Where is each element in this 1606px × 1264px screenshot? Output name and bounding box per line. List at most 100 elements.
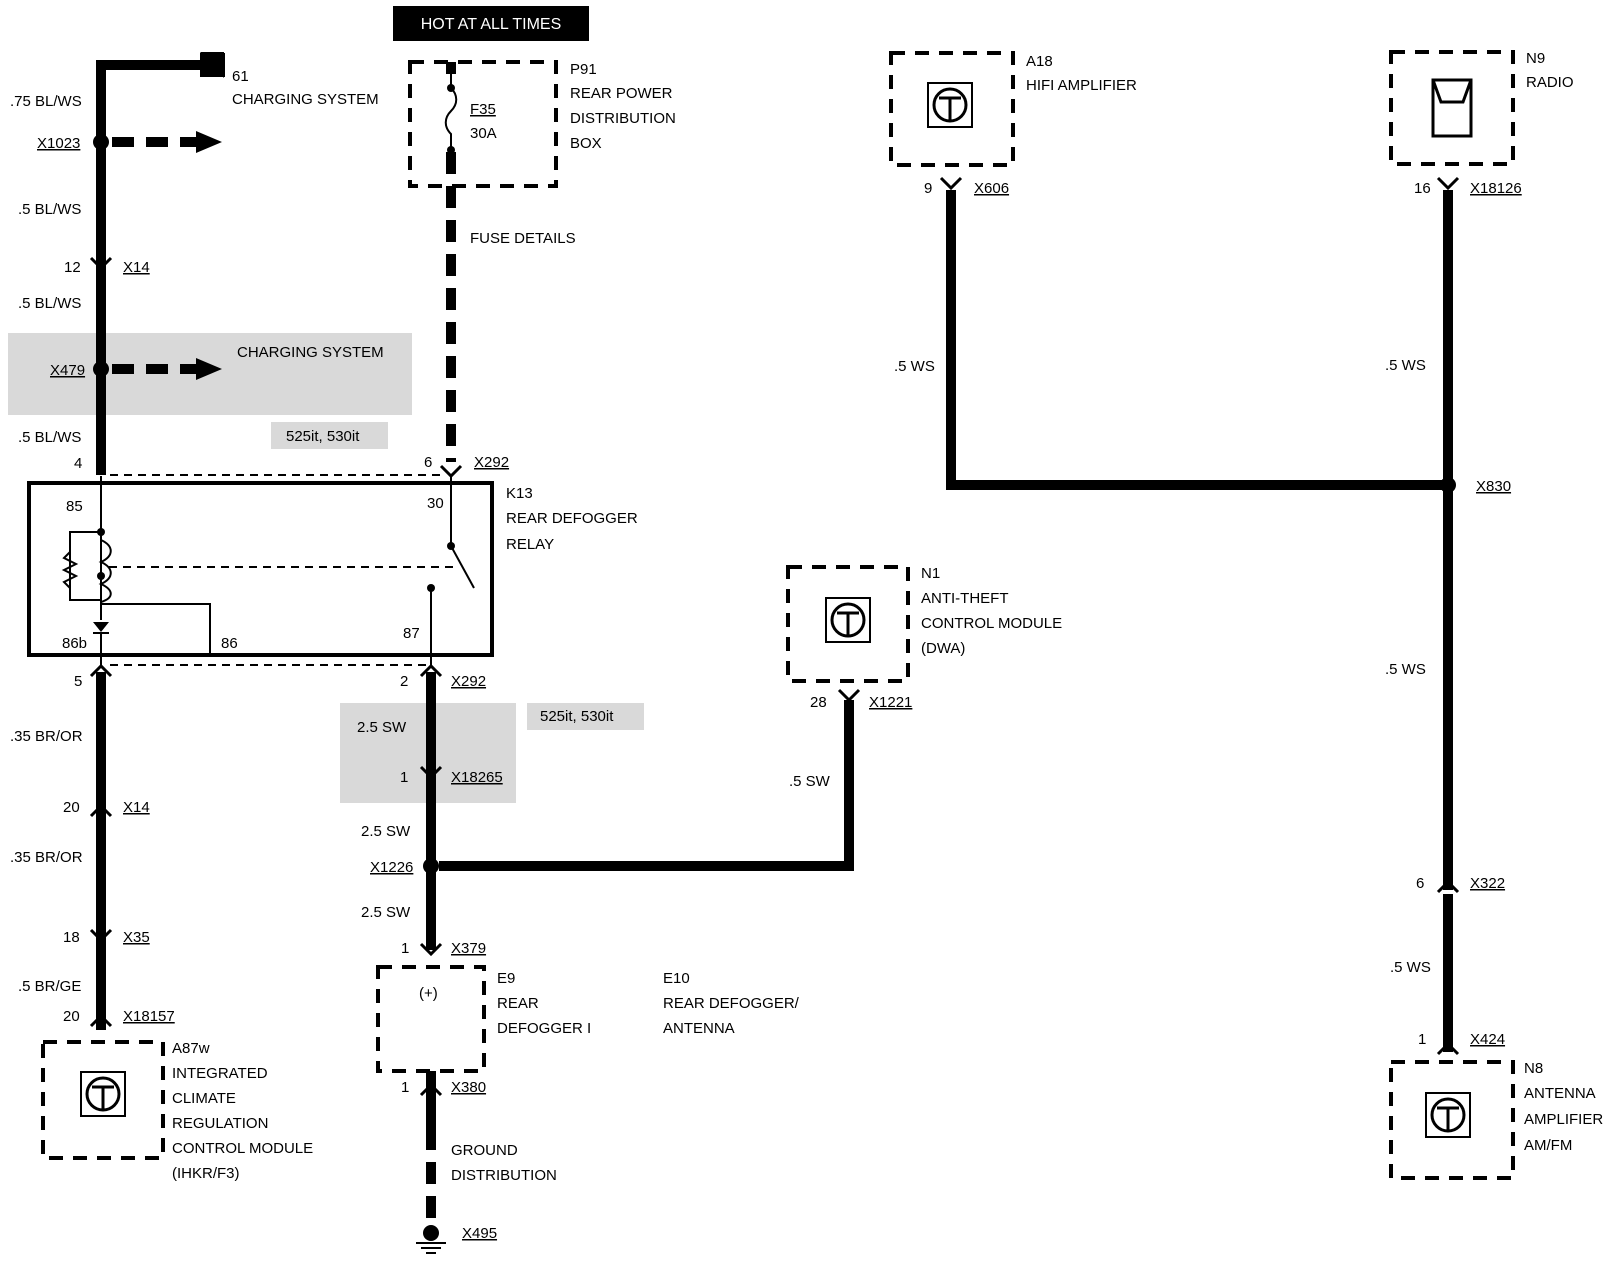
- relay-pin-85: 85: [66, 498, 83, 515]
- antitheft-icon-mark: [837, 611, 859, 636]
- connector-label-x18157: X18157: [123, 1008, 175, 1025]
- antenna-amp-line-1: ANTENNA: [1524, 1085, 1596, 1102]
- connector-x1221: [837, 688, 861, 703]
- defogger-e9-line-2: DEFOGGER I: [497, 1020, 591, 1037]
- shaded-region-variant-2: [527, 703, 644, 730]
- antenna-amp-box: [1389, 1060, 1515, 1180]
- climate-module-line-3: REGULATION: [172, 1115, 268, 1132]
- pin-18: 18: [63, 929, 80, 946]
- wire-label-center-3: 2.5 SW: [361, 904, 411, 921]
- wire-label-left-1: .75 BL/WS: [10, 93, 82, 110]
- wire-label-antitheft: .5 SW: [789, 773, 831, 790]
- charging-system-label-2: CHARGING SYSTEM: [237, 344, 384, 361]
- splice-label-x479: X479: [50, 362, 85, 379]
- wire-label-right-3: .5 WS: [1390, 959, 1431, 976]
- ground-distribution-1: GROUND: [451, 1142, 518, 1159]
- connector-x18126: [1436, 176, 1460, 191]
- connector-label-x606: X606: [974, 180, 1009, 197]
- climate-module-line-2: CLIMATE: [172, 1090, 236, 1107]
- hot-at-all-times-banner: [393, 6, 589, 41]
- wire-label-right-2: .5 WS: [1385, 661, 1426, 678]
- splice-label-x1023: X1023: [37, 135, 80, 152]
- antitheft-module-box: [786, 565, 910, 683]
- arrow-x479: [196, 358, 222, 380]
- relay-coil: [98, 539, 112, 603]
- connector-label-x18265: X18265: [451, 769, 503, 786]
- fuse-box-id: P91: [570, 61, 597, 78]
- connector-x380: [419, 1082, 443, 1097]
- connector-label-x18126: X18126: [1470, 180, 1522, 197]
- relay-id: K13: [506, 485, 533, 502]
- pin-20-b: 20: [63, 1008, 80, 1025]
- connector-x322: [1436, 879, 1460, 894]
- defogger-e9-box: [376, 965, 486, 1073]
- connector-x292-bottom: [419, 663, 443, 678]
- connector-x292-left: [89, 663, 113, 678]
- connector-label-x379: X379: [451, 940, 486, 957]
- splice-label-x1226: X1226: [370, 859, 413, 876]
- climate-module-line-4: CONTROL MODULE: [172, 1140, 313, 1157]
- hifi-icon-mark: [939, 96, 961, 121]
- hifi-icon-frame: [927, 82, 973, 128]
- antenna-amp-id: N8: [1524, 1060, 1543, 1077]
- connector-label-x1221: X1221: [869, 694, 912, 711]
- relay-k13-box: [27, 481, 494, 657]
- antenna-amp-icon-frame: [1425, 1092, 1471, 1138]
- defogger-e10-id: E10: [663, 970, 690, 987]
- connector-label-x424: X424: [1470, 1031, 1505, 1048]
- antenna-amp-line-3: AM/FM: [1524, 1137, 1572, 1154]
- antitheft-line-2: CONTROL MODULE: [921, 615, 1062, 632]
- arrow-charging-head: [200, 52, 224, 78]
- pin-9: 9: [924, 180, 932, 197]
- relay-pin-5: 5: [74, 673, 82, 690]
- climate-module-line-5: (IHKR/F3): [172, 1165, 240, 1182]
- connector-x18265: [419, 765, 443, 780]
- hifi-name: HIFI AMPLIFIER: [1026, 77, 1137, 94]
- hot-at-all-times-label: HOT AT ALL TIMES: [421, 16, 562, 33]
- ground-point: [423, 1225, 439, 1241]
- defogger-e9-id: E9: [497, 970, 515, 987]
- splice-label-x830: X830: [1476, 478, 1511, 495]
- radio-box: [1389, 50, 1515, 166]
- antitheft-line-1: ANTI-THEFT: [921, 590, 1009, 607]
- relay-switch-wire-30: [450, 476, 475, 589]
- wire-label-center-1: 2.5 SW: [357, 719, 407, 736]
- relay-pin-86: 86: [221, 635, 238, 652]
- wire-label-left-2: .5 BL/WS: [18, 201, 81, 218]
- climate-module-id: A87w: [172, 1040, 210, 1057]
- connector-label-x292-top: X292: [474, 454, 509, 471]
- antitheft-id: N1: [921, 565, 940, 582]
- wire-label-left-4: .5 BL/WS: [18, 429, 81, 446]
- pin-6-relay: 6: [424, 454, 432, 471]
- fuse-id: F35: [470, 101, 496, 118]
- relay-name-2: RELAY: [506, 536, 554, 553]
- fuse-top-lead: [446, 62, 456, 74]
- wire-hifi: [946, 190, 1448, 490]
- climate-module-line-1: INTEGRATED: [172, 1065, 268, 1082]
- connector-x424: [1436, 1041, 1460, 1056]
- connector-x18157: [89, 1013, 113, 1028]
- fuse-box-p91: [408, 60, 558, 188]
- relay-diode-bar: [93, 632, 109, 665]
- defogger-e10-line-2: ANTENNA: [663, 1020, 735, 1037]
- relay-pin-87: 87: [403, 625, 420, 642]
- connector-x14-top: [89, 256, 113, 271]
- relay-pin-2: 2: [400, 673, 408, 690]
- fuse-box-name-2: DISTRIBUTION: [570, 110, 676, 127]
- pin-1-x379: 1: [401, 940, 409, 957]
- relay-node-1: [97, 528, 105, 536]
- defogger-e9-line-1: REAR: [497, 995, 539, 1012]
- pin-20-a: 20: [63, 799, 80, 816]
- connector-label-x380: X380: [451, 1079, 486, 1096]
- wire-left-top: [96, 60, 205, 475]
- shaded-region-variant-1: [271, 422, 388, 449]
- climate-module-box: [41, 1040, 165, 1160]
- ground-icon: [416, 1242, 446, 1254]
- connector-label-x292-bottom: X292: [451, 673, 486, 690]
- connector-label-x14-top: X14: [123, 259, 150, 276]
- relay-pin-30: 30: [427, 495, 444, 512]
- antitheft-line-3: (DWA): [921, 640, 965, 657]
- pin-12: 12: [64, 259, 81, 276]
- splice-x830: [1440, 477, 1456, 493]
